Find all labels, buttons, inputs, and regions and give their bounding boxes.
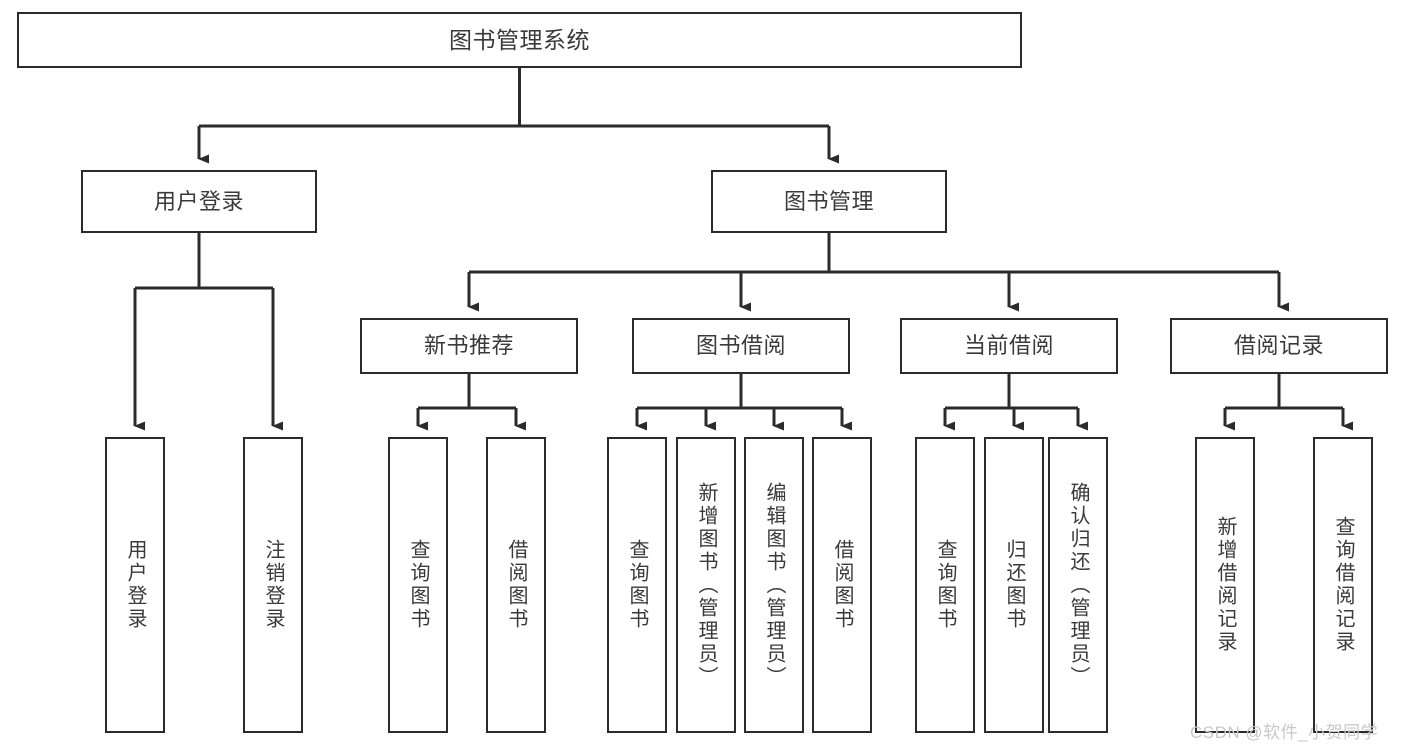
- node-label: 新增图书（管理员）: [695, 481, 717, 689]
- leaf-node-edit-book-admin[interactable]: 编辑图书（管理员）: [744, 437, 804, 733]
- node-current-borrow[interactable]: 当前借阅: [900, 318, 1118, 374]
- node-label: 图书借阅: [695, 333, 786, 359]
- node-label: 当前借阅: [963, 333, 1054, 359]
- node-label: 借阅记录: [1233, 333, 1324, 359]
- leaf-node-add-borrow-record[interactable]: 新增借阅记录: [1195, 437, 1255, 733]
- node-user-login[interactable]: 用户登录: [81, 170, 317, 233]
- node-label: 归还图书: [1003, 539, 1025, 631]
- node-book-management[interactable]: 图书管理: [711, 170, 947, 233]
- node-label: 确认归还（管理员）: [1067, 481, 1089, 689]
- node-new-book-recommend[interactable]: 新书推荐: [360, 318, 578, 374]
- leaf-node-confirm-return-admin[interactable]: 确认归还（管理员）: [1048, 437, 1108, 733]
- node-label: 编辑图书（管理员）: [763, 481, 785, 689]
- node-label: 用户登录: [124, 539, 146, 631]
- node-label: 用户登录: [153, 188, 244, 214]
- node-label: 查询图书: [934, 539, 956, 631]
- node-label: 新增借阅记录: [1214, 516, 1236, 654]
- leaf-node-user-login[interactable]: 用户登录: [105, 437, 165, 733]
- node-label: 新书推荐: [423, 333, 514, 359]
- leaf-node-borrow-book-recommend[interactable]: 借阅图书: [486, 437, 546, 733]
- node-label: 借阅图书: [831, 539, 853, 631]
- leaf-node-return-book[interactable]: 归还图书: [984, 437, 1044, 733]
- leaf-node-borrow-book[interactable]: 借阅图书: [812, 437, 872, 733]
- leaf-node-query-book-current[interactable]: 查询图书: [915, 437, 975, 733]
- node-borrow-record[interactable]: 借阅记录: [1170, 318, 1388, 374]
- node-label: 借阅图书: [505, 539, 527, 631]
- leaf-node-query-book-borrow[interactable]: 查询图书: [607, 437, 667, 733]
- leaf-node-query-borrow-record[interactable]: 查询借阅记录: [1313, 437, 1373, 733]
- leaf-node-user-logout[interactable]: 注销登录: [243, 437, 303, 733]
- csdn-watermark: CSDN @软件_小贺同学: [1190, 723, 1379, 742]
- node-label: 图书管理系统: [449, 26, 590, 53]
- leaf-node-query-book-recommend[interactable]: 查询图书: [388, 437, 448, 733]
- node-book-borrow[interactable]: 图书借阅: [632, 318, 850, 374]
- node-label: 查询图书: [407, 539, 429, 631]
- leaf-node-add-book-admin[interactable]: 新增图书（管理员）: [676, 437, 736, 733]
- node-label: 注销登录: [262, 539, 284, 631]
- node-label: 查询图书: [626, 539, 648, 631]
- node-label: 查询借阅记录: [1332, 516, 1354, 654]
- node-label: 图书管理: [783, 188, 874, 214]
- node-book-management-system[interactable]: 图书管理系统: [17, 12, 1022, 68]
